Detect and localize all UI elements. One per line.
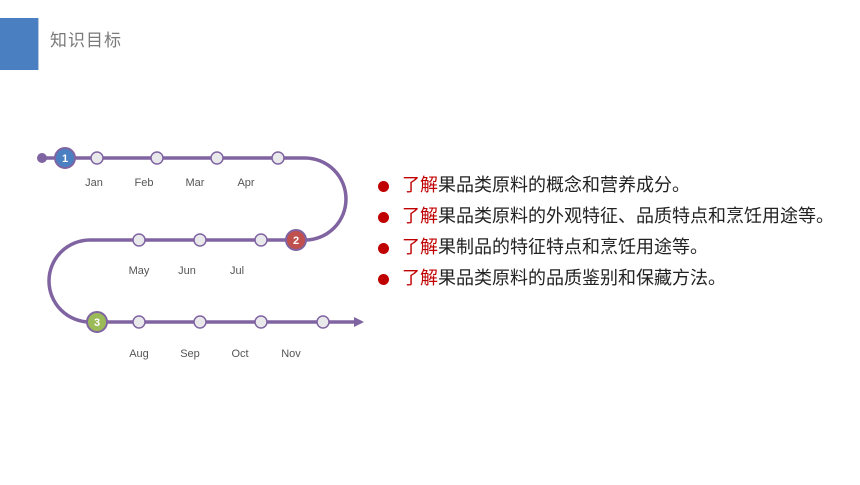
month-label-mar: Mar <box>186 177 205 189</box>
milestone-2-circle <box>285 229 307 251</box>
milestone-1-circle <box>54 147 76 169</box>
bullet-icon <box>378 212 389 223</box>
milestone-1-label: 1 <box>62 153 68 165</box>
goal-keyword: 了解 <box>402 268 438 289</box>
header-divider <box>38 18 39 70</box>
goal-text: 果品类原料的品质鉴别和保藏方法。 <box>438 268 726 289</box>
goal-text: 果制品的特征特点和烹饪用途等。 <box>438 237 708 258</box>
month-label-nov: Nov <box>281 348 301 360</box>
month-label-jul: Jul <box>230 265 244 277</box>
month-label-sep: Sep <box>180 348 200 360</box>
goal-item: 了解果品类原料的外观特征、品质特点和烹饪用途等。 <box>376 201 846 232</box>
month-label-oct: Oct <box>231 348 248 360</box>
goal-keyword: 了解 <box>402 206 438 227</box>
month-node-feb <box>150 151 164 165</box>
bullet-icon <box>378 181 389 192</box>
bullet-icon <box>378 243 389 254</box>
goal-item: 了解果品类原料的品质鉴别和保藏方法。 <box>376 263 846 294</box>
page-title: 知识目标 <box>50 31 122 51</box>
month-label-feb: Feb <box>135 177 154 189</box>
month-label-may: May <box>129 265 150 277</box>
goal-item: 了解果制品的特征特点和烹饪用途等。 <box>376 232 846 263</box>
month-label-jun: Jun <box>178 265 196 277</box>
month-label-jan: Jan <box>85 177 103 189</box>
month-label-aug: Aug <box>129 348 149 360</box>
milestone-3-circle <box>86 311 108 333</box>
month-node-jan <box>90 151 104 165</box>
month-node-jun <box>193 233 207 247</box>
milestone-3-label: 3 <box>94 317 100 329</box>
month-node-aug <box>132 315 146 329</box>
month-node-jul <box>254 233 268 247</box>
month-node-may <box>132 233 146 247</box>
header-accent-block <box>0 18 38 70</box>
month-node-oct <box>254 315 268 329</box>
month-node-mar <box>210 151 224 165</box>
goal-keyword: 了解 <box>402 175 438 196</box>
timeline-start-dot <box>37 153 47 163</box>
goal-item: 了解果品类原料的概念和营养成分。 <box>376 170 846 201</box>
month-node-nov <box>316 315 330 329</box>
goal-text: 果品类原料的概念和营养成分。 <box>438 175 690 196</box>
goal-keyword: 了解 <box>402 237 438 258</box>
goal-text: 果品类原料的外观特征、品质特点和烹饪用途等。 <box>438 206 834 227</box>
month-node-sep <box>193 315 207 329</box>
milestone-2-label: 2 <box>293 235 299 247</box>
month-label-apr: Apr <box>237 177 254 189</box>
month-node-apr <box>271 151 285 165</box>
bullet-icon <box>378 274 389 285</box>
goals-list: 了解果品类原料的概念和营养成分。 了解果品类原料的外观特征、品质特点和烹饪用途等… <box>376 170 846 294</box>
